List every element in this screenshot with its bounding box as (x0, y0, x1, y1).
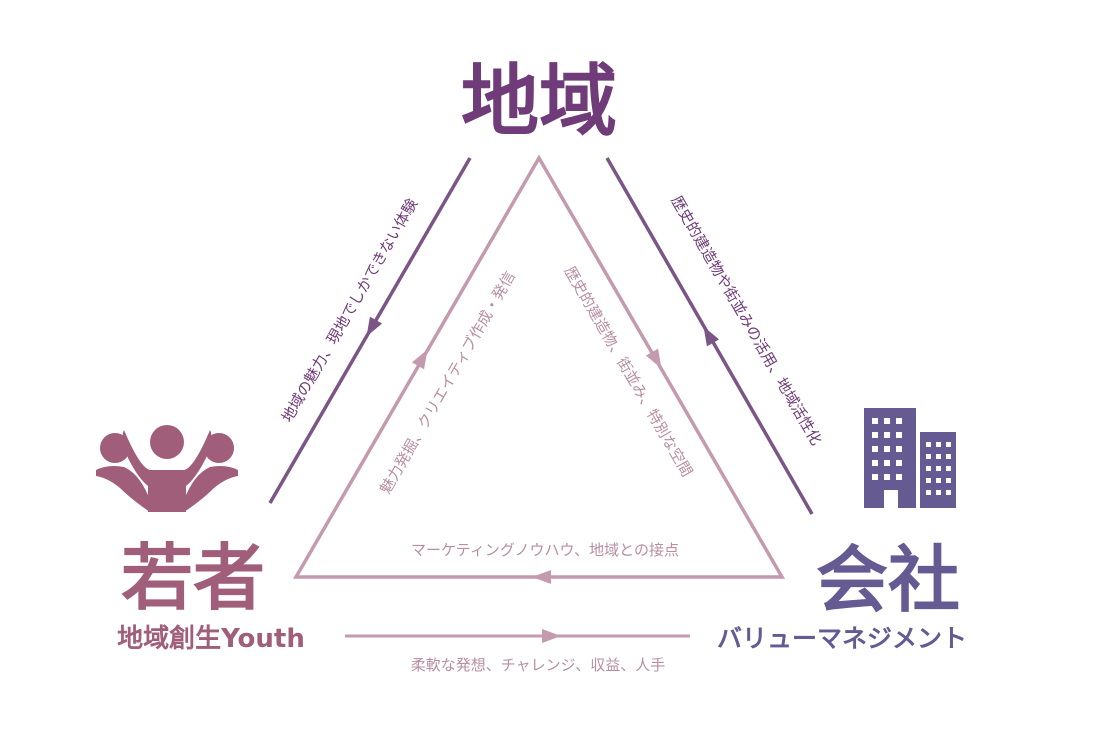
inner-triangle (292, 154, 786, 584)
people-group-icon (96, 425, 238, 512)
youth-subtitle: 地域創生Youth (117, 624, 305, 654)
flow-label-company-to-region: 歴史的建造物や街並みの活用、地域活性化 (667, 193, 825, 449)
flow-label-youth-to-region: 魅力発掘、クリエイティブ作成・発信 (376, 268, 518, 497)
outer-right-arrow (605, 157, 814, 515)
flow-label-region-to-company: 歴史的建造物、街並み、特別な空間 (561, 263, 697, 480)
region-title: 地域 (461, 57, 617, 147)
office-building-icon (864, 408, 956, 508)
bottom-arrow (345, 629, 690, 643)
flow-label-region-to-youth: 地域の魅力、現地でしかできない体験 (278, 196, 421, 426)
outer-left-arrow (268, 157, 472, 504)
company-title: 会社 (816, 538, 960, 622)
flow-label-youth-to-company: 柔軟な発想、チャレンジ、収益、人手 (411, 656, 665, 674)
youth-title: 若者 (121, 536, 265, 620)
company-subtitle: バリューマネジメント (717, 624, 967, 653)
flow-label-company-to-youth: マーケティングノウハウ、地域との接点 (411, 541, 679, 559)
